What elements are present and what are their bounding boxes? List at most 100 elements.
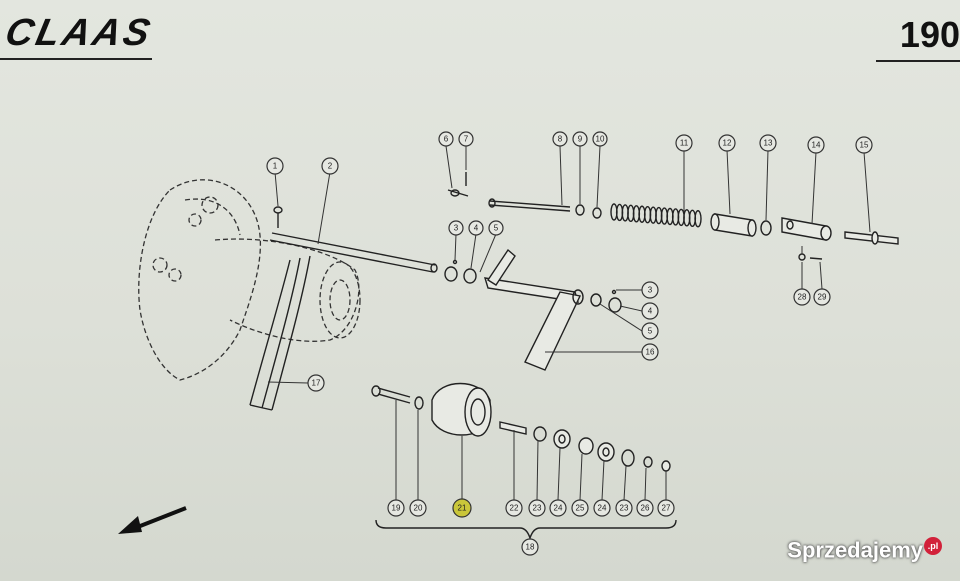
nut-part-9	[575, 204, 585, 216]
svg-text:15: 15	[860, 141, 869, 150]
lever-part-16	[484, 248, 584, 371]
callout-7: 7	[458, 131, 474, 147]
callout-4-upper: 4	[468, 220, 484, 236]
callout-20: 20	[409, 499, 427, 517]
shaft-part-2	[269, 232, 438, 273]
svg-text:4: 4	[474, 224, 479, 233]
callout-11: 11	[675, 134, 693, 152]
svg-text:19: 19	[392, 504, 401, 513]
svg-text:25: 25	[576, 504, 585, 513]
washer-group-3-4-5-lower	[590, 289, 622, 313]
callout-24-first: 24	[549, 499, 567, 517]
callout-1: 1	[266, 157, 284, 175]
svg-text:14: 14	[812, 141, 821, 150]
svg-text:16: 16	[646, 348, 655, 357]
svg-text:8: 8	[558, 135, 563, 144]
callout-16: 16	[641, 343, 659, 361]
svg-text:11: 11	[680, 139, 689, 148]
callout-21: 21	[452, 498, 472, 518]
svg-text:3: 3	[454, 224, 459, 233]
callout-2: 2	[321, 157, 339, 175]
callout-14: 14	[807, 136, 825, 154]
watermark-logo: Sprzedajemy.pl	[787, 536, 942, 563]
callout-4-lower: 4	[641, 302, 659, 320]
callout-17: 17	[307, 374, 325, 392]
washer-part-10	[592, 207, 602, 219]
callout-26: 26	[636, 499, 654, 517]
svg-text:24: 24	[598, 504, 607, 513]
watermark-text: Sprzedajemy	[787, 537, 923, 562]
svg-text:20: 20	[414, 504, 423, 513]
leader-lines	[267, 145, 871, 501]
callout-3-lower: 3	[641, 281, 659, 299]
callout-18: 18	[521, 538, 539, 556]
callout-12: 12	[718, 134, 736, 152]
svg-text:9: 9	[578, 135, 583, 144]
callout-22: 22	[505, 499, 523, 517]
callout-9: 9	[572, 131, 588, 147]
callout-15: 15	[855, 136, 873, 154]
callout-27: 27	[657, 499, 675, 517]
svg-text:12: 12	[723, 139, 732, 148]
svg-text:22: 22	[510, 504, 519, 513]
belt-part-17	[249, 255, 311, 411]
svg-text:23: 23	[620, 504, 629, 513]
callout-5-upper: 5	[488, 220, 504, 236]
pulley-part-21	[431, 382, 492, 437]
svg-text:17: 17	[312, 379, 321, 388]
callout-29: 29	[813, 288, 831, 306]
housing-outline	[138, 179, 361, 381]
svg-text:29: 29	[818, 293, 827, 302]
svg-text:4: 4	[648, 307, 653, 316]
svg-text:26: 26	[641, 504, 650, 513]
svg-text:1: 1	[273, 162, 278, 171]
rod-part-8	[488, 198, 571, 212]
spring-part-11	[610, 203, 702, 228]
callout-5-lower: 5	[641, 322, 659, 340]
callout-3-upper: 3	[448, 220, 464, 236]
header-rule-right	[876, 60, 960, 62]
watermark-badge: .pl	[924, 536, 942, 555]
svg-text:18: 18	[526, 543, 535, 552]
svg-text:28: 28	[798, 293, 807, 302]
page-number: 190	[899, 14, 960, 55]
svg-text:5: 5	[648, 327, 653, 336]
callout-23-second: 23	[615, 499, 633, 517]
spring-coil	[694, 210, 702, 228]
direction-arrow-icon	[118, 506, 187, 534]
bolt-part-6	[447, 189, 469, 197]
svg-text:27: 27	[662, 504, 671, 513]
callout-6: 6	[438, 131, 454, 147]
washer-group-3-4-5-upper	[444, 259, 477, 284]
svg-text:2: 2	[328, 162, 333, 171]
group-bracket-18	[375, 519, 677, 541]
callout-23-first: 23	[528, 499, 546, 517]
svg-text:24: 24	[554, 504, 563, 513]
callout-24-second: 24	[593, 499, 611, 517]
sleeve-part-12	[710, 213, 757, 237]
bracket-part-14	[781, 217, 832, 241]
pin-part-15	[844, 231, 899, 245]
callout-10: 10	[592, 131, 608, 147]
pin-part-22	[499, 421, 527, 435]
svg-text:10: 10	[596, 135, 605, 144]
washer-part-20	[414, 396, 424, 410]
screw-part-29	[809, 257, 823, 260]
bearing-row-parts	[533, 426, 671, 472]
screw-part-28	[798, 246, 806, 261]
svg-text:3: 3	[648, 286, 653, 295]
svg-text:6: 6	[444, 135, 449, 144]
callout-25: 25	[571, 499, 589, 517]
callout-8: 8	[552, 131, 568, 147]
bolt-part-19	[371, 385, 411, 404]
svg-text:21: 21	[458, 504, 467, 513]
svg-text:13: 13	[764, 139, 773, 148]
callout-19: 19	[387, 499, 405, 517]
header-rule-left	[0, 58, 152, 60]
callout-28: 28	[793, 288, 811, 306]
svg-text:23: 23	[533, 504, 542, 513]
washer-part-13	[760, 220, 772, 236]
svg-text:7: 7	[464, 135, 469, 144]
